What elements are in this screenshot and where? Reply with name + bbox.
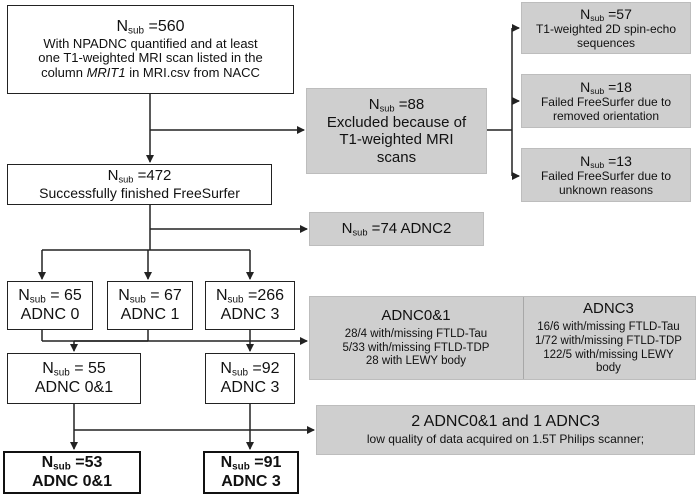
- ex2-count: Nsub =18: [580, 78, 632, 96]
- excluded-count: Nsub =88: [368, 96, 425, 114]
- ex3-line2: unknown reasons: [558, 182, 654, 197]
- box-excluded: Nsub =88 Excluded because of T1-weighted…: [306, 88, 487, 174]
- ex1-line2: sequences: [576, 35, 636, 50]
- box-excluded-orientation: Nsub =18 Failed FreeSurfer due to remove…: [521, 74, 691, 128]
- co-right-l4: body: [595, 362, 621, 375]
- ex1-line1: T1-weighted 2D spin-echo: [535, 21, 677, 36]
- ex2-line1: Failed FreeSurfer due to: [540, 94, 672, 109]
- box-adnc3: Nsub =266 ADNC 3: [205, 281, 295, 330]
- box-final-adnc01: Nsub =53 ADNC 0&1: [3, 451, 141, 494]
- a3-count: Nsub =266: [215, 286, 285, 306]
- excluded-line2: T1-weighted MRI: [339, 131, 454, 149]
- f01-count: Nsub =53: [41, 453, 103, 473]
- initial-line2: one T1-weighted MRI scan listed in the: [38, 50, 263, 66]
- box-initial-cohort: Nsub =560 With NPADNC quantified and at …: [7, 5, 294, 94]
- a3-label: ADNC 3: [220, 305, 280, 323]
- f01-label: ADNC 0&1: [31, 472, 112, 490]
- comorbidity-adnc3: ADNC3 16/6 with/missing FTLD-Tau 1/72 wi…: [522, 297, 695, 379]
- box-final-adnc3: Nsub =91 ADNC 3: [203, 451, 299, 494]
- co-left-l1: 28/4 with/missing FTLD-Tau: [344, 327, 488, 340]
- a1-label: ADNC 1: [120, 305, 180, 323]
- freesurfer-count: Nsub =472: [107, 167, 172, 185]
- box-adnc1: Nsub = 67 ADNC 1: [107, 281, 193, 330]
- co-left-l3: 28 with LEWY body: [365, 355, 467, 368]
- ex3-line1: Failed FreeSurfer due to: [540, 168, 672, 183]
- quality-line1: 2 ADNC0&1 and 1 ADNC3: [411, 412, 600, 430]
- f3-count: Nsub =91: [220, 453, 282, 473]
- co-right-l2: 1/72 with/missing FTLD-TDP: [534, 334, 682, 347]
- adnc2-count: Nsub =74 ADNC2: [341, 220, 452, 238]
- a0-label: ADNC 0: [20, 305, 80, 323]
- quality-line2: low quality of data acquired on 1.5T Phi…: [366, 432, 645, 447]
- box-freesurfer-success: Nsub =472 Successfully finished FreeSurf…: [7, 164, 272, 205]
- box-excluded-unknown: Nsub =13 Failed FreeSurfer due to unknow…: [521, 148, 691, 202]
- a1-count: Nsub = 67: [118, 286, 182, 306]
- a0-count: Nsub = 65: [18, 286, 82, 306]
- comorbidity-adnc01: ADNC0&1 28/4 with/missing FTLD-Tau 5/33 …: [310, 297, 522, 379]
- box-adnc01-merged: Nsub = 55 ADNC 0&1: [7, 353, 141, 404]
- a01-label: ADNC 0&1: [34, 378, 114, 396]
- box-comorbidities: ADNC0&1 28/4 with/missing FTLD-Tau 5/33 …: [309, 296, 696, 380]
- comorbidity-divider: [523, 297, 524, 379]
- box-adnc2-excluded: Nsub =74 ADNC2: [309, 212, 484, 246]
- excluded-line3: scans: [376, 148, 417, 166]
- box-low-quality: 2 ADNC0&1 and 1 ADNC3 low quality of dat…: [316, 405, 695, 455]
- co-left-title: ADNC0&1: [381, 306, 451, 324]
- co-right-l3: 122/5 with/missing LEWY: [543, 348, 674, 361]
- box-excluded-spin-echo: Nsub =57 T1-weighted 2D spin-echo sequen…: [521, 2, 691, 54]
- ex3-count: Nsub =13: [580, 152, 632, 170]
- a01-count: Nsub = 55: [42, 359, 106, 379]
- co-left-l2: 5/33 with/missing FTLD-TDP: [342, 341, 490, 354]
- co-right-l1: 16/6 with/missing FTLD-Tau: [537, 320, 680, 333]
- initial-count: Nsub =560: [116, 17, 185, 37]
- initial-line1: With NPADNC quantified and at least: [43, 35, 258, 51]
- ex1-count: Nsub =57: [580, 5, 632, 23]
- excluded-line1: Excluded because of: [326, 114, 467, 132]
- a3b-count: Nsub =92: [220, 359, 280, 379]
- f3-label: ADNC 3: [221, 472, 281, 490]
- co-right-title: ADNC3: [583, 299, 634, 317]
- a3b-label: ADNC 3: [220, 378, 280, 396]
- ex2-line2: removed orientation: [552, 108, 660, 123]
- freesurfer-line1: Successfully finished FreeSurfer: [39, 185, 240, 202]
- box-adnc3-qc: Nsub =92 ADNC 3: [205, 353, 295, 404]
- box-adnc0: Nsub = 65 ADNC 0: [7, 281, 93, 330]
- initial-line3: column MRIT1 in MRI.csv from NACC: [41, 65, 260, 81]
